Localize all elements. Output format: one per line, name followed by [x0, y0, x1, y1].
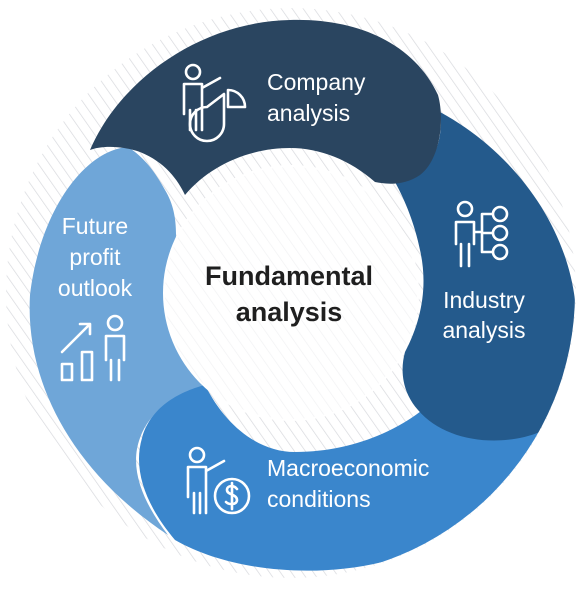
center-title-line2: analysis	[236, 297, 343, 327]
growth-chart-person-icon	[60, 314, 126, 382]
segment-industry-analysis	[395, 112, 575, 441]
macro-label-line1: Macroeconomic	[267, 455, 429, 481]
industry-label-line1: Industry	[443, 287, 525, 313]
segment-company-analysis	[90, 19, 441, 196]
person-network-icon	[454, 200, 509, 268]
presenter-dollar-coin-icon	[186, 446, 251, 515]
segment-future-profit-outlook	[29, 147, 206, 535]
center-title-line1: Fundamental	[205, 261, 373, 291]
future-label-line2: profit	[69, 244, 121, 270]
future-label-line1: Future	[62, 213, 128, 239]
industry-label-line2: analysis	[442, 317, 525, 343]
presenter-pie-chart-icon	[182, 63, 247, 143]
segment-macroeconomic-conditions	[138, 385, 540, 571]
company-label-line1: Company	[267, 69, 366, 95]
company-label-line2: analysis	[267, 100, 350, 126]
future-label-line3: outlook	[58, 275, 133, 301]
macro-label-line2: conditions	[267, 486, 371, 512]
